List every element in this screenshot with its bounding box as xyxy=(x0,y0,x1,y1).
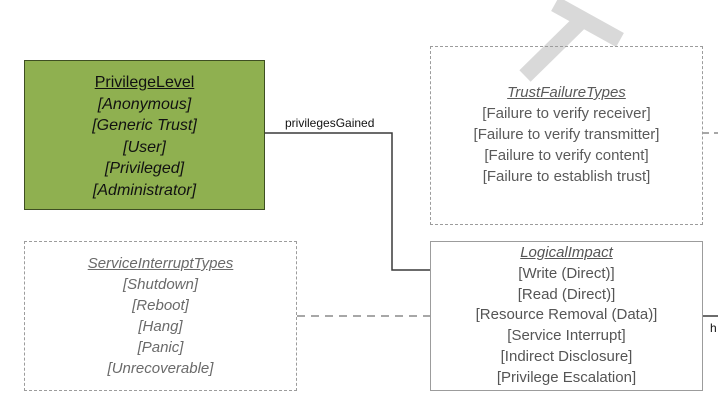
privileges-gained-connector[interactable] xyxy=(265,132,430,271)
watermark-stem xyxy=(519,16,586,82)
logical-impact-item: [Indirect Disclosure] xyxy=(500,347,633,365)
privilege-level-item: [Anonymous] xyxy=(97,95,192,113)
watermark-bar xyxy=(551,0,624,47)
privilege-level-item: [Privileged] xyxy=(104,160,185,177)
logical-impact-title: LogicalImpact xyxy=(520,244,613,261)
privilege-level-item: [Generic Trust] xyxy=(92,117,197,134)
service-interrupt-types-item: [Hang] xyxy=(138,318,183,335)
service-interrupt-types-item: [Unrecoverable] xyxy=(107,360,214,377)
privilege-level-item: [Administrator] xyxy=(92,181,197,199)
logical-impact-item: [Privilege Escalation] xyxy=(496,368,637,386)
trust-failure-types-item: [Failure to establish trust] xyxy=(482,168,651,185)
service-interrupt-types-item: [Panic] xyxy=(137,339,184,356)
trust-failure-types-item: [Failure to verify content] xyxy=(484,147,649,164)
watermark-shape xyxy=(519,0,624,82)
right-edge-label-fragment: h xyxy=(710,321,717,335)
trust-failure-types-item: [Failure to verify transmitter] xyxy=(473,126,660,143)
logical-impact-item: [Service Interrupt] xyxy=(507,327,626,345)
logical-impact-item: [Resource Removal (Data)] xyxy=(475,306,658,324)
logical-impact-node[interactable]: LogicalImpact [Write (Direct)] [Read (Di… xyxy=(430,241,703,391)
trust-failure-types-title: TrustFailureTypes xyxy=(507,84,626,101)
logical-impact-item: [Read (Direct)] xyxy=(517,285,616,303)
logical-impact-item: [Write (Direct)] xyxy=(518,264,615,282)
service-interrupt-types-item: [Shutdown] xyxy=(122,276,199,293)
privilege-level-title: PrivilegeLevel xyxy=(94,74,195,91)
privileges-gained-label: privilegesGained xyxy=(285,116,375,130)
privilege-level-item: [User] xyxy=(123,138,166,156)
service-interrupt-types-item: [Reboot] xyxy=(132,297,189,314)
privilege-level-node[interactable]: PrivilegeLevel [Anonymous] [Generic Trus… xyxy=(24,60,265,210)
service-interrupt-types-title: ServiceInterruptTypes xyxy=(87,255,234,272)
service-interrupt-types-node[interactable]: ServiceInterruptTypes [Shutdown] [Reboot… xyxy=(24,241,297,391)
trust-failure-types-node[interactable]: TrustFailureTypes [Failure to verify rec… xyxy=(430,46,703,225)
trust-failure-types-item: [Failure to verify receiver] xyxy=(482,105,651,122)
